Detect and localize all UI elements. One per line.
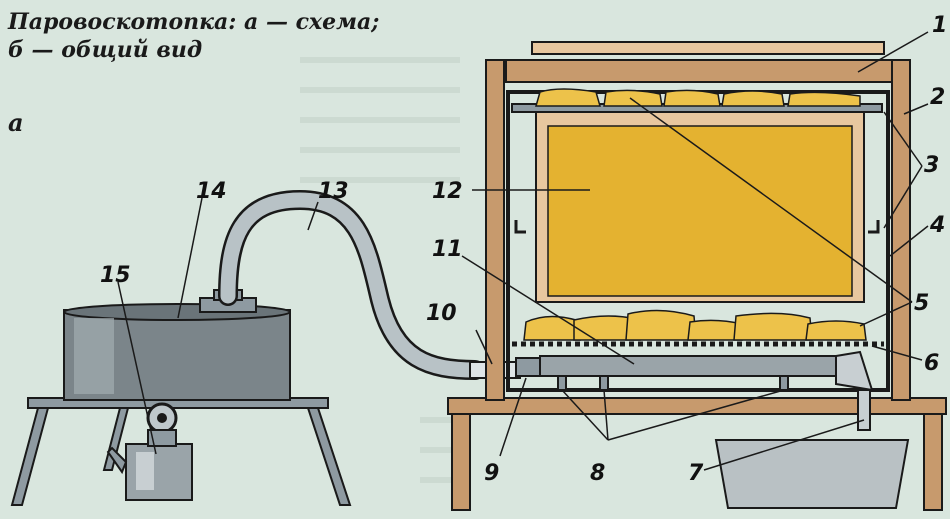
- caption-line-1: Паровоскотопка: а — схема;: [8, 9, 380, 35]
- melter-lid: [505, 41, 893, 83]
- melter-side-walls: [485, 59, 911, 401]
- tray-supports: [557, 375, 789, 391]
- callout-1: 1: [932, 13, 947, 38]
- callout-8: 8: [590, 461, 605, 486]
- callout-4: 4: [929, 213, 945, 238]
- callout-3: 3: [924, 153, 939, 178]
- wax-pieces-top: [535, 88, 861, 107]
- burner-lamp: [106, 402, 193, 501]
- callout-11: 11: [432, 237, 463, 262]
- wax-pieces-bottom: [523, 309, 867, 341]
- callout-7: 7: [688, 461, 704, 486]
- stove-stand: [10, 397, 352, 506]
- callout-13: 13: [318, 179, 349, 204]
- figure-caption: Паровоскотопка: а — схема; б — общий вид: [8, 8, 478, 64]
- leader-lines: [117, 31, 929, 471]
- callout-5: 5: [914, 291, 929, 316]
- wax-drain-collector: [714, 389, 910, 509]
- callout-14: 14: [196, 179, 227, 204]
- background-texture: [300, 57, 460, 483]
- callout-2: 2: [930, 85, 945, 110]
- callout-6: 6: [924, 351, 939, 376]
- callout-numbers: 1 2 3 4 5 6 7 8 9 10 11 12 13 14 15: [100, 13, 947, 486]
- callout-15: 15: [100, 263, 131, 288]
- frame-holders: [514, 220, 880, 234]
- honeycomb-frame: [535, 111, 865, 303]
- callout-9: 9: [484, 461, 499, 486]
- caption-line-2: б — общий вид: [8, 37, 203, 63]
- steam-distributor: [515, 350, 874, 392]
- callout-10: 10: [426, 301, 457, 326]
- subfigure-label: а: [8, 108, 24, 137]
- steam-boiler-tank: [63, 289, 291, 401]
- callout-12: 12: [432, 179, 463, 204]
